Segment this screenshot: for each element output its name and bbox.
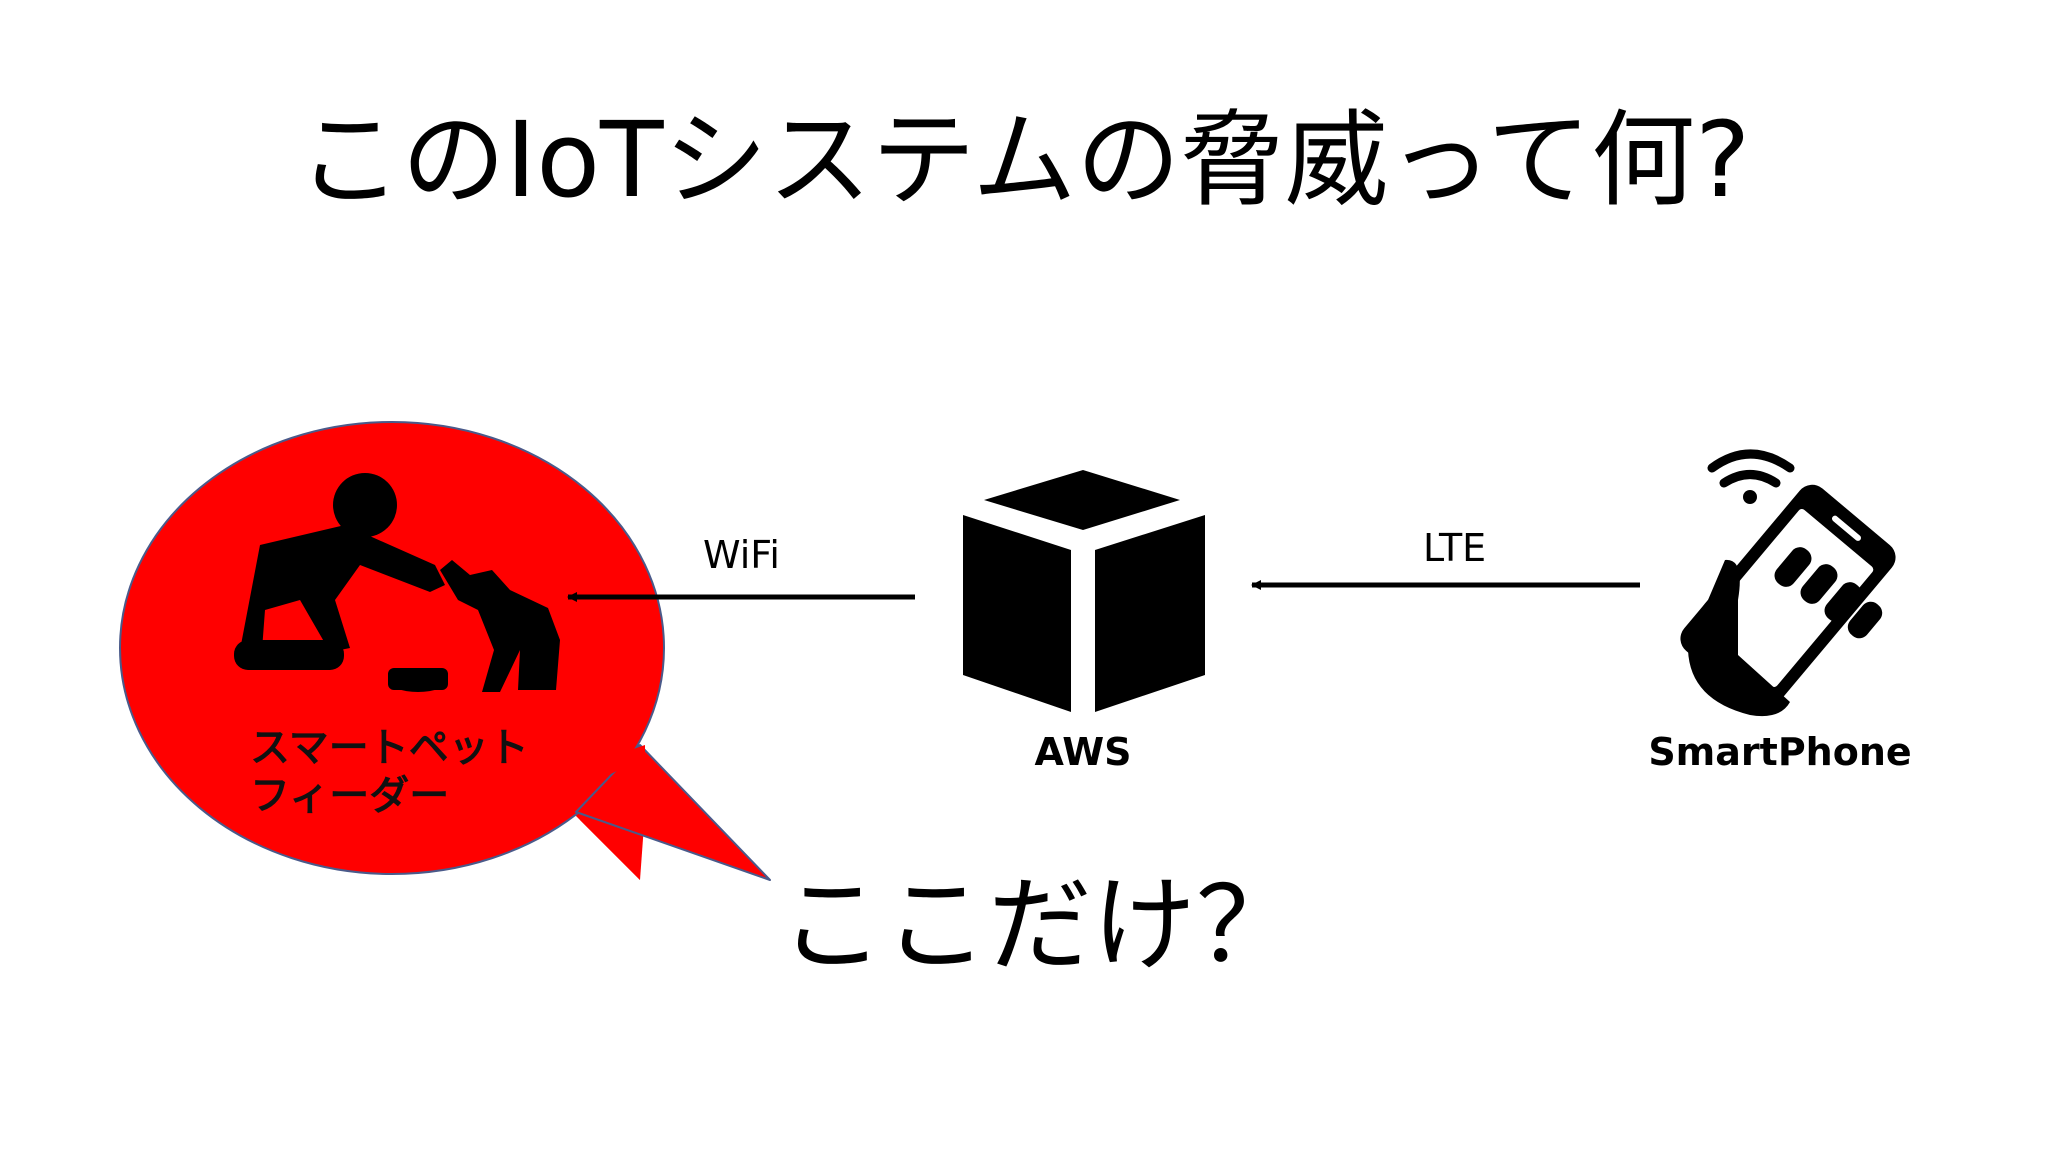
aws-node-label: AWS	[1034, 730, 1132, 774]
lte-link-label: LTE	[1423, 526, 1487, 570]
question-text: ここだけ？	[780, 864, 1301, 986]
feeder-label-line-1: スマートペット	[250, 725, 529, 771]
smartphone-node-label: SmartPhone	[1648, 730, 1912, 774]
feeder-label-line-2: フィーダー	[250, 773, 450, 819]
speech-bubble	[119, 421, 771, 881]
slide-title: このIoTシステムの脅威って何?	[297, 99, 1751, 221]
wifi-link-label: WiFi	[703, 533, 780, 577]
hand-holding-smartphone-icon	[1680, 449, 1896, 717]
smart-pet-feeder-label: スマートペット フィーダー	[250, 724, 570, 820]
cube-icon	[963, 470, 1205, 712]
person-feeding-dog-icon	[234, 473, 560, 692]
